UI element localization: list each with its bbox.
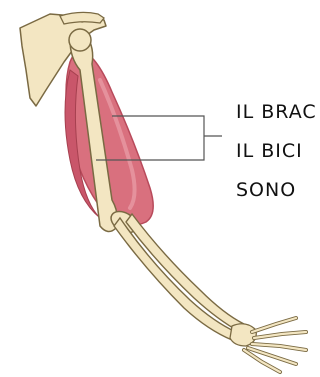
label-line-1: IL BRAC	[236, 103, 317, 122]
ulna-bone	[126, 214, 244, 332]
humerus-head	[69, 29, 91, 51]
clavicle-bone	[60, 12, 104, 24]
label-line-3: SONO	[236, 181, 296, 200]
label-line-2: IL BICI	[236, 142, 303, 161]
